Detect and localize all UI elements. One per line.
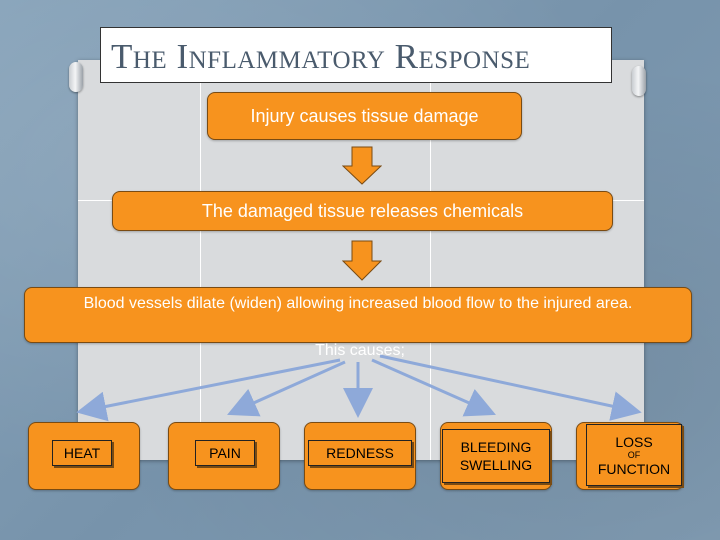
outcome-pain-text: PAIN <box>209 445 241 461</box>
step-dilate-box: Blood vessels dilate (widen) allowing in… <box>24 287 692 343</box>
outcome-redness-label: REDNESS <box>308 440 412 466</box>
outcome-bleeding-text: BLEEDING <box>460 439 532 455</box>
outcome-of-text: OF <box>627 449 641 460</box>
step-dilate-text: Blood vessels dilate (widen) allowing in… <box>83 295 633 312</box>
step-injury-text: Injury causes tissue damage <box>250 106 479 126</box>
step-injury-box: Injury causes tissue damage <box>207 92 522 140</box>
pin-left-icon <box>69 62 83 92</box>
pin-right-icon <box>632 66 646 96</box>
outcome-heat-text: HEAT <box>63 445 101 461</box>
title-box: The Inflammatory Response <box>100 27 612 83</box>
step-chemicals-text: The damaged tissue releases chemicals <box>201 201 524 221</box>
panel-gridline <box>200 60 201 460</box>
outcome-pain-label: PAIN <box>195 440 255 466</box>
outcome-function-text: FUNCTION <box>597 460 671 477</box>
outcome-loss-label: LOSS OF FUNCTION <box>586 424 682 486</box>
outcome-bleeding-label: BLEEDING SWELLING <box>442 429 550 483</box>
panel-gridline <box>430 60 431 460</box>
outcome-heat-label: HEAT <box>52 440 112 466</box>
outcome-swelling-text: SWELLING <box>459 457 533 473</box>
outcome-loss-text: LOSS <box>615 433 653 450</box>
step-chemicals-box: The damaged tissue releases chemicals <box>112 191 613 231</box>
down-arrow-icon <box>342 146 382 185</box>
down-arrow-icon <box>342 240 382 281</box>
causes-caption: This causes; <box>315 342 405 359</box>
slide-title: The Inflammatory Response <box>111 37 531 76</box>
outcome-redness-text: REDNESS <box>326 445 394 461</box>
